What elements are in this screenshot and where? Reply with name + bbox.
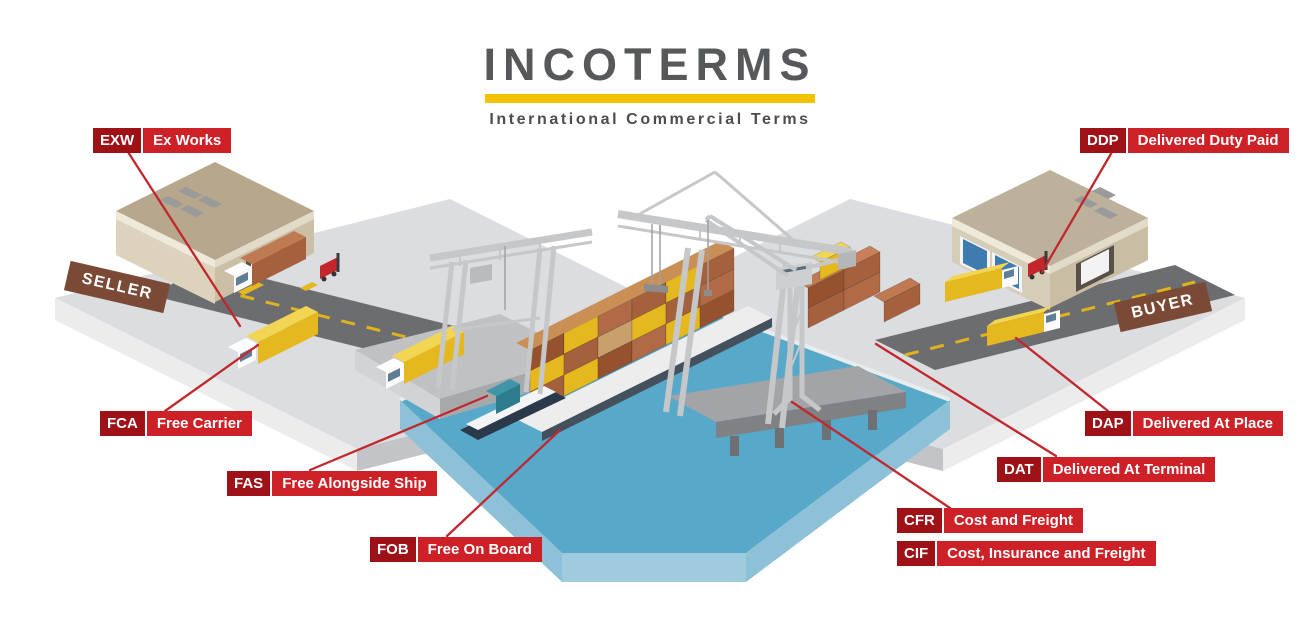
term-name: Delivered Duty Paid [1127, 128, 1289, 153]
term-cfr: CFR Cost and Freight [897, 508, 1083, 533]
trucks-right [945, 251, 1060, 346]
hook-icon [704, 290, 712, 296]
term-name: Cost and Freight [943, 508, 1083, 533]
roof-vent-icon [1074, 196, 1098, 208]
term-code: FCA [100, 411, 145, 436]
roof-vent-icon [1094, 207, 1118, 219]
term-dat: DAT Delivered At Terminal [997, 457, 1216, 482]
term-name: Cost, Insurance and Freight [937, 541, 1156, 566]
spreader-icon [644, 284, 668, 293]
term-cif: CIF Cost, Insurance and Freight [897, 541, 1156, 566]
connector-lines [126, 150, 1114, 538]
buyer-warehouse [952, 170, 1148, 310]
ddp-line [1040, 150, 1114, 274]
term-fas: FAS Free Alongside Ship [227, 471, 437, 496]
fas-line [308, 394, 489, 472]
page-title: INCOTERMS [483, 39, 817, 90]
term-code: CIF [897, 541, 936, 566]
tug-boat [460, 379, 566, 440]
fca-line [163, 343, 260, 413]
title-block: INCOTERMS International Commercial Terms [0, 42, 1300, 129]
roof-vent-icon [198, 196, 222, 208]
exw-line [126, 150, 242, 328]
term-name: Delivered At Place [1132, 411, 1284, 436]
cfr-line [790, 400, 952, 510]
term-name: Free On Board [417, 537, 542, 562]
dat-line [874, 342, 1058, 458]
harbor-crane [704, 214, 856, 416]
yellow-semi-truck [987, 306, 1060, 346]
term-fca: FCA Free Carrier [100, 411, 252, 436]
term-name: Delivered At Terminal [1042, 457, 1216, 482]
roof-vent-icon [1092, 187, 1116, 199]
glass-door-icon [963, 239, 987, 275]
term-dap: DAP Delivered At Place [1085, 411, 1284, 436]
term-code: DAP [1085, 411, 1131, 436]
roof-vent-icon [180, 205, 204, 217]
term-code: DDP [1080, 128, 1126, 153]
yellow-box-truck [945, 262, 1018, 302]
term-name: Ex Works [143, 128, 232, 153]
term-ddp: DDP Delivered Duty Paid [1080, 128, 1289, 153]
fob-line [445, 428, 562, 538]
term-code: EXW [93, 128, 142, 153]
term-exw: EXW Ex Works [93, 128, 232, 153]
term-code: DAT [997, 457, 1041, 482]
term-name: Free Alongside Ship [272, 471, 437, 496]
term-name: Free Carrier [146, 411, 252, 436]
container-ship [516, 241, 772, 441]
pallet-icon [300, 282, 318, 291]
roof-vent-icon [178, 187, 202, 199]
page-subtitle: International Commercial Terms [489, 111, 811, 128]
gantry-crane-left [429, 228, 593, 395]
title-underline [485, 94, 815, 103]
roof-vent-icon [160, 196, 184, 208]
brown-trailer-truck [224, 231, 306, 293]
term-code: FAS [227, 471, 271, 496]
counterweight-icon [838, 250, 856, 270]
forklift-icon [320, 253, 340, 282]
term-code: FOB [370, 537, 416, 562]
dap-line [1014, 336, 1110, 413]
term-code: CFR [897, 508, 942, 533]
term-fob: FOB Free On Board [370, 537, 542, 562]
